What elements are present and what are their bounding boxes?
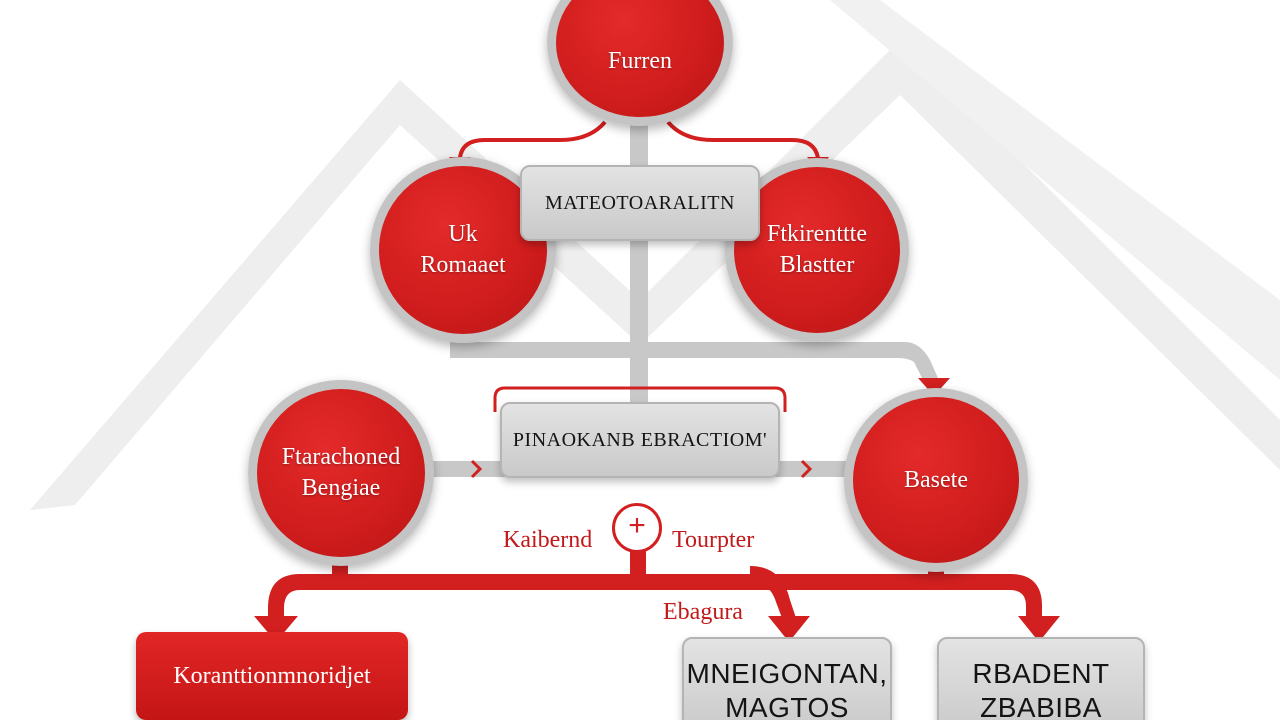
chevron-icon-right xyxy=(800,459,813,479)
node-right-label: Basete xyxy=(904,466,968,493)
grey-connector-left xyxy=(420,461,505,477)
node-left: Ftarachoned Bengiae xyxy=(248,380,434,566)
box-mid-center-label: MATEOTOARALITN xyxy=(545,191,735,214)
box-center-label: PINAOKANB EBRACTIOM' xyxy=(512,428,768,451)
arrowhead-icon-bottom-center xyxy=(768,616,810,642)
box-bottom-right-label: RBADENT ZBABIBA xyxy=(972,658,1110,720)
mountain-watermark-icon xyxy=(30,40,1280,510)
box-bottom-center-label: MNEIGONTAN, MAGTOS xyxy=(686,658,888,720)
grey-band xyxy=(450,342,938,378)
annotation-right: Tourpter xyxy=(672,527,755,553)
annotation-left: Kaibernd xyxy=(503,527,593,553)
mountain-watermark-icon-2 xyxy=(830,0,1280,380)
red-connector-top-left xyxy=(458,120,607,159)
box-bottom-right: RBADENT ZBABIBA xyxy=(937,637,1145,720)
trunk-lower xyxy=(630,230,648,410)
arrowhead-icon-bottom-right xyxy=(1018,616,1060,642)
box-bottom-center: MNEIGONTAN, MAGTOS xyxy=(682,637,892,720)
node-mid-left-label: Uk Romaaet xyxy=(420,221,506,278)
box-center: PINAOKANB EBRACTIOM' xyxy=(500,402,780,478)
node-right: Basete xyxy=(844,388,1028,572)
node-left-label: Ftarachoned Bengiae xyxy=(281,444,401,501)
box-bottom-left: Koranttionmnoridjet xyxy=(136,632,408,720)
red-bracket-center xyxy=(493,386,787,412)
chevron-icon-left xyxy=(470,459,483,479)
node-top-label: Furren xyxy=(608,47,672,74)
box-bottom-left-label: Koranttionmnoridjet xyxy=(173,662,371,689)
box-mid-center: MATEOTOARALITN xyxy=(520,165,760,241)
plus-circle-icon: + xyxy=(612,503,662,553)
red-bus-merge xyxy=(750,566,796,618)
grey-connector-right xyxy=(775,461,855,477)
red-bus-right xyxy=(770,574,1042,618)
red-bus-left xyxy=(268,574,770,618)
red-connector-top-right xyxy=(666,120,820,159)
node-mid-right-label: Ftkirenttte Blastter xyxy=(767,221,867,278)
annotation-bottom: Ebagura xyxy=(663,599,743,625)
arrowhead-icon-bottom-left xyxy=(254,616,298,642)
arrowhead-icon-right-node xyxy=(918,378,950,396)
